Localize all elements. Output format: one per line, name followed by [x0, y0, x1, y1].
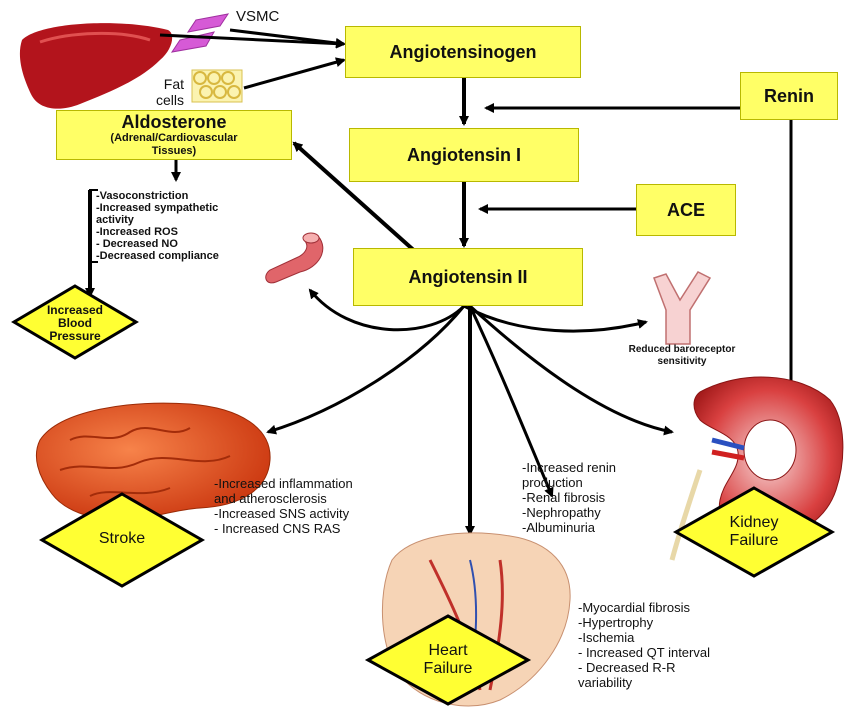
fat-label-line-1: Fat	[156, 76, 184, 92]
arrow-fat-to-angiotensinogen	[244, 60, 344, 88]
list-item: and atherosclerosis	[214, 491, 353, 506]
heart-failure-line-1: Heart	[398, 642, 498, 660]
liver-image	[20, 23, 172, 109]
angiotensinogen-label: Angiotensinogen	[390, 42, 537, 62]
list-item: - Decreased R-R	[578, 660, 710, 675]
heart-effects-list: -Myocardial fibrosis -Hypertrophy -Ische…	[578, 600, 710, 690]
angiotensin-ii-box: Angiotensin II	[353, 248, 583, 306]
renin-box: Renin	[740, 72, 838, 120]
list-item: production	[522, 475, 616, 490]
vsmc-cell-icon	[172, 14, 228, 52]
angiotensin-i-label: Angiotensin I	[407, 145, 521, 165]
list-item: -Increased inflammation	[214, 476, 353, 491]
arrow-to-baroreceptor	[464, 306, 646, 331]
angiotensin-ii-label: Angiotensin II	[409, 267, 528, 287]
list-item: -Hypertrophy	[578, 615, 710, 630]
aldosterone-subtitle-1: (Adrenal/Cardiovascular	[110, 132, 237, 145]
list-item: -Ischemia	[578, 630, 710, 645]
heart-failure-label: Heart Failure	[398, 642, 498, 678]
list-item: -Increased sympathetic	[96, 202, 219, 214]
kidney-effects-list: -Increased renin production -Renal fibro…	[522, 460, 616, 535]
list-item: - Increased CNS RAS	[214, 521, 353, 536]
list-item: variability	[578, 675, 710, 690]
list-item: -Increased renin	[522, 460, 616, 475]
ace-box: ACE	[636, 184, 736, 236]
list-item: - Decreased NO	[96, 238, 219, 250]
list-item: -Nephropathy	[522, 505, 616, 520]
vsmc-label: VSMC	[236, 8, 279, 25]
fat-cells-label: Fat cells	[156, 76, 184, 108]
fat-cells-icon	[192, 70, 242, 102]
blood-pressure-label: Increased Blood Pressure	[30, 304, 120, 343]
heart-failure-line-2: Failure	[398, 660, 498, 678]
kidney-failure-line-2: Failure	[704, 532, 804, 550]
blood-pressure-line-3: Pressure	[30, 330, 120, 343]
artery-image	[654, 272, 710, 344]
list-item: -Decreased compliance	[96, 250, 219, 262]
stroke-label: Stroke	[72, 530, 172, 548]
baroreceptor-label-line-2: sensitivity	[602, 356, 762, 368]
list-item: -Vasoconstriction	[96, 190, 219, 202]
angiotensin-i-box: Angiotensin I	[349, 128, 579, 182]
baroreceptor-label-line-1: Reduced baroreceptor	[602, 344, 762, 356]
renin-label: Renin	[764, 86, 814, 106]
list-item: activity	[96, 214, 219, 226]
list-item: -Albuminuria	[522, 520, 616, 535]
list-item: -Increased ROS	[96, 226, 219, 238]
kidney-failure-line-1: Kidney	[704, 514, 804, 532]
fat-label-line-2: cells	[156, 92, 184, 108]
aldosterone-box: Aldosterone (Adrenal/Cardiovascular Tiss…	[56, 110, 292, 160]
list-item: -Myocardial fibrosis	[578, 600, 710, 615]
angiotensinogen-box: Angiotensinogen	[345, 26, 581, 78]
list-item: -Increased SNS activity	[214, 506, 353, 521]
ace-label: ACE	[667, 200, 705, 220]
aldosterone-effects-list: -Vasoconstriction -Increased sympathetic…	[96, 190, 219, 262]
arrow-to-kidney	[470, 306, 672, 432]
blood-vessel-image	[266, 233, 323, 283]
list-item: -Renal fibrosis	[522, 490, 616, 505]
list-item: - Increased QT interval	[578, 645, 710, 660]
kidney-failure-label: Kidney Failure	[704, 514, 804, 550]
baroreceptor-label: Reduced baroreceptor sensitivity	[602, 344, 762, 368]
stroke-effects-list: -Increased inflammation and atherosclero…	[214, 476, 353, 536]
aldosterone-subtitle-2: Tissues)	[152, 145, 196, 158]
aldosterone-title: Aldosterone	[121, 112, 226, 132]
